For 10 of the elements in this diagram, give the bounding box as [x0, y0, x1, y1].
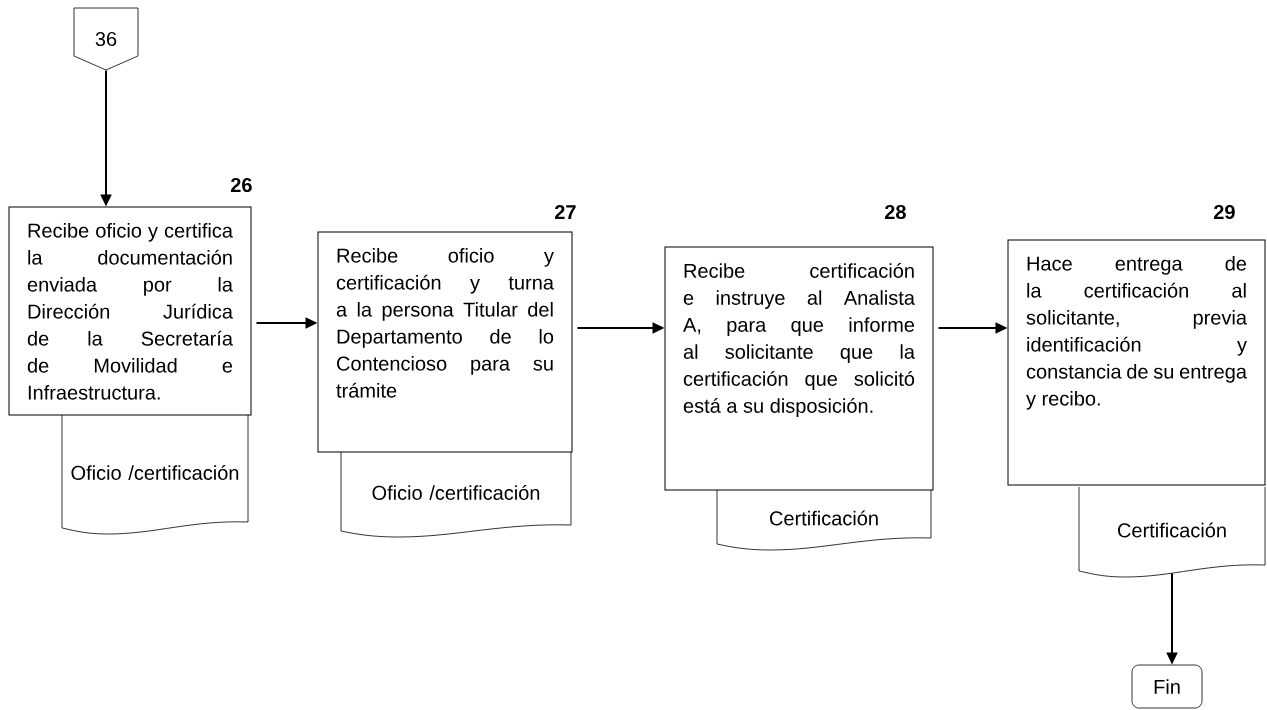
process-box: Recibe certificación e instruye al Analista A, para que informe al solicitante que la certificación que solicitó está a su disposición. — [664, 246, 934, 491]
process-box: Recibe oficio y certificación y turna a la persona Titular del Departamento de lo Contencioso para su trámite — [317, 231, 573, 453]
process-box: Recibe oficio y certifica la documentación enviada por la Dirección Jurídica de la Secretaría de Movilidad e Infraestructura. — [8, 206, 252, 416]
step-number: 27 — [554, 205, 576, 219]
terminal-box: Fin — [1131, 664, 1203, 709]
process-box: Hace entrega de la certificación al solicitante, previa identificación y constancia de su entrega y recibo. — [1007, 239, 1266, 486]
step-number: 29 — [1213, 204, 1235, 220]
step-number: 26 — [230, 177, 252, 193]
off-page-connector: 36 — [73, 7, 139, 71]
step-number: 28 — [884, 204, 906, 220]
